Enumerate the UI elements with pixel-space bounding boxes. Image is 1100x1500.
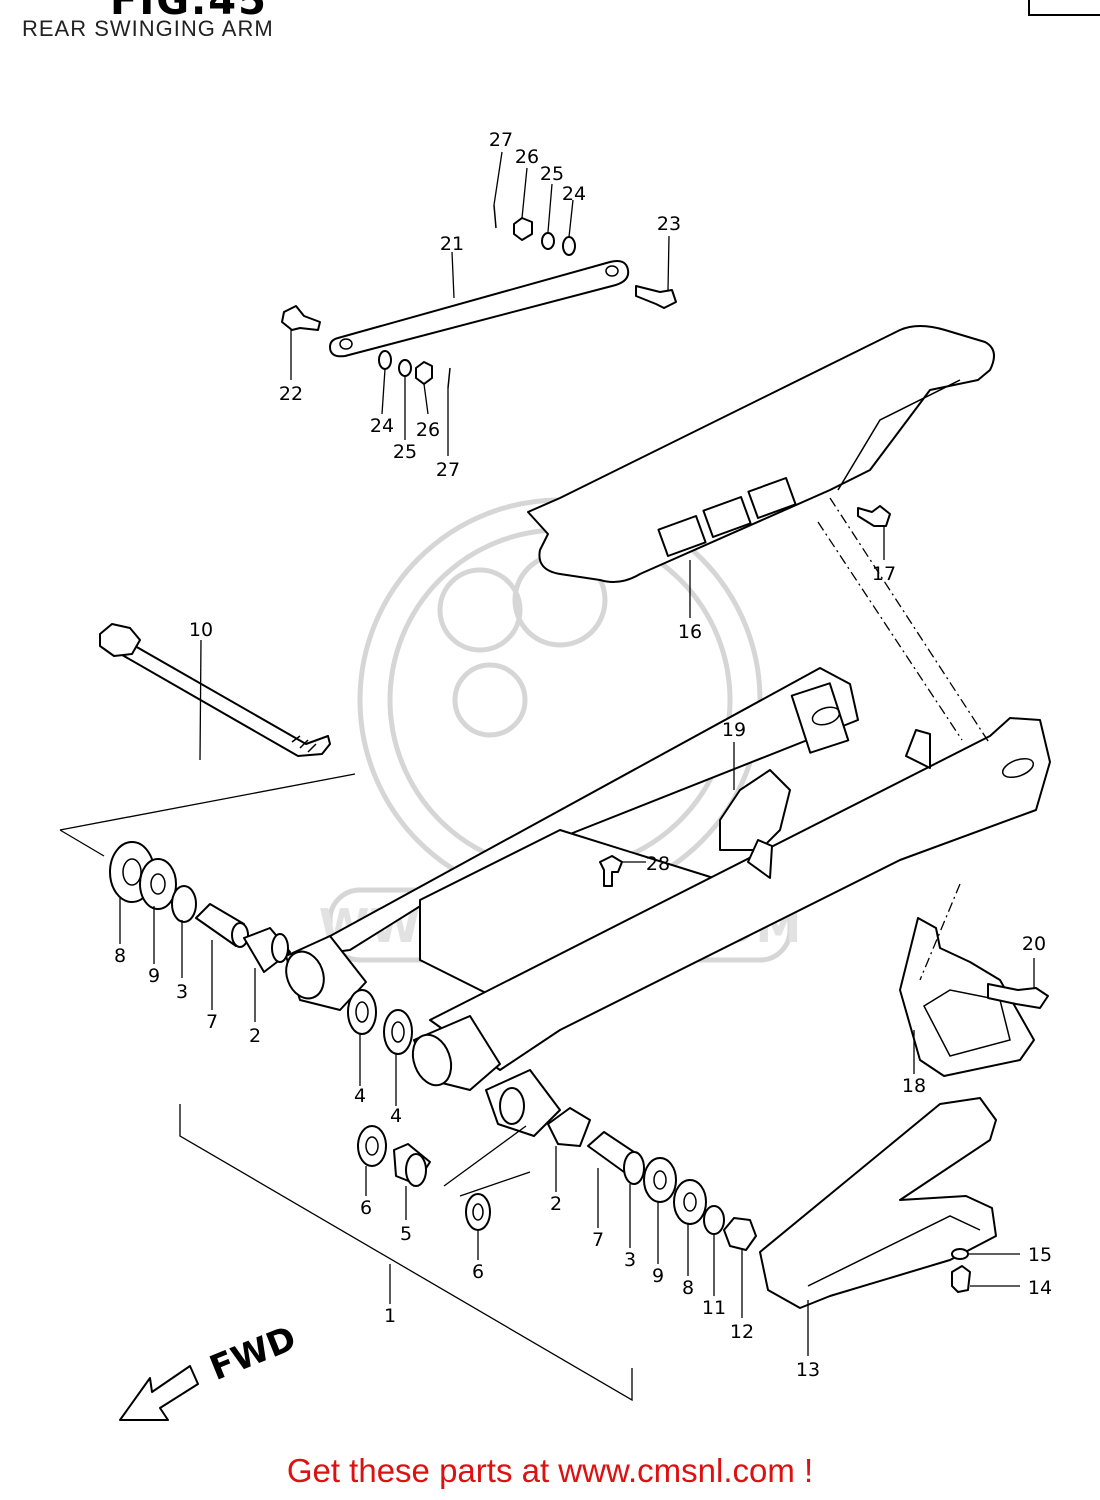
callout-15: 15 xyxy=(1028,1244,1052,1266)
callout-2: 2 xyxy=(249,1025,261,1047)
callout-10: 10 xyxy=(189,619,213,641)
chain-case xyxy=(527,325,995,583)
callout-8: 8 xyxy=(682,1277,694,1299)
torque-rod-bolt-rear xyxy=(635,285,677,309)
callout-25: 25 xyxy=(540,163,564,185)
footer-promo-text: Get these parts at www.cmsnl.com ! xyxy=(286,1452,814,1489)
chain-guard-bolt xyxy=(987,983,1049,1009)
callout-21: 21 xyxy=(440,233,464,255)
callout-28: 28 xyxy=(646,853,670,875)
callout-7: 7 xyxy=(592,1229,604,1251)
part-callouts: 1 2 2 3 3 4 4 5 6 6 7 7 8 8 9 9 10 11 12… xyxy=(114,129,1052,1381)
torque-rod xyxy=(329,260,630,358)
pivot-nut xyxy=(723,1217,757,1251)
callout-24: 24 xyxy=(562,183,586,205)
callout-19: 19 xyxy=(722,719,746,741)
washer-right xyxy=(643,1157,677,1203)
figure-label: FIG.45 xyxy=(110,0,268,24)
washer-left xyxy=(139,858,177,910)
callout-9: 9 xyxy=(148,965,160,987)
callout-1: 1 xyxy=(384,1305,396,1327)
swingarm-bracket xyxy=(719,769,791,851)
pivot-shaft xyxy=(109,633,331,757)
nut-top xyxy=(513,217,533,241)
callout-4: 4 xyxy=(390,1105,402,1127)
callout-25: 25 xyxy=(393,441,417,463)
callout-14: 14 xyxy=(1028,1277,1052,1299)
callout-18: 18 xyxy=(902,1075,926,1097)
callout-24: 24 xyxy=(370,415,394,437)
callout-3: 3 xyxy=(624,1249,636,1271)
callout-8: 8 xyxy=(114,945,126,967)
callout-23: 23 xyxy=(657,213,681,235)
bearing-right xyxy=(547,1107,591,1147)
arrow-left-icon xyxy=(119,1365,199,1421)
chain-case-window-1 xyxy=(657,515,707,557)
callout-16: 16 xyxy=(678,621,702,643)
oil-seal-left-2 xyxy=(383,1009,413,1055)
callout-2: 2 xyxy=(550,1193,562,1215)
callout-5: 5 xyxy=(400,1223,412,1245)
cotter-pin-bottom xyxy=(447,367,451,389)
slider-washer xyxy=(951,1248,969,1260)
chain-slider xyxy=(759,1097,997,1309)
page-number-box xyxy=(1028,0,1100,16)
dust-seal-right xyxy=(673,1179,707,1225)
callout-20: 20 xyxy=(1022,933,1046,955)
circlip-left xyxy=(171,885,197,923)
callout-13: 13 xyxy=(796,1359,820,1381)
callout-27: 27 xyxy=(489,129,513,151)
chain-case-window-3 xyxy=(747,477,797,519)
callout-7: 7 xyxy=(206,1011,218,1033)
circlip-right xyxy=(623,1151,645,1185)
callout-4: 4 xyxy=(354,1085,366,1107)
exploded-parts-diagram: WWW.CMSNL.COM xyxy=(59,129,1052,1421)
chain-case-screw xyxy=(857,505,891,527)
callout-9: 9 xyxy=(652,1265,664,1287)
callout-17: 17 xyxy=(872,563,896,585)
fwd-label: FWD xyxy=(204,1318,301,1388)
lock-washer-top xyxy=(541,232,555,250)
fwd-direction-marker: FWD xyxy=(119,1318,302,1421)
cotter-pin-top xyxy=(493,204,497,229)
leader-lines xyxy=(119,151,1035,1356)
callout-22: 22 xyxy=(279,383,303,405)
oil-seal-left-1 xyxy=(347,989,377,1035)
diagram-subtitle: REAR SWINGING ARM xyxy=(22,16,274,41)
nut-bottom xyxy=(415,361,433,385)
dust-seal-lower xyxy=(357,1125,387,1167)
callout-12: 12 xyxy=(730,1321,754,1343)
callout-27: 27 xyxy=(436,459,460,481)
chain-guard xyxy=(899,917,1035,1077)
callout-6: 6 xyxy=(472,1261,484,1283)
bracket-bolt xyxy=(599,855,623,887)
callout-26: 26 xyxy=(515,146,539,168)
torque-rod-bolt-front xyxy=(281,305,321,331)
washer-top xyxy=(562,236,576,256)
slider-screw xyxy=(951,1265,971,1293)
washer-bottom xyxy=(378,350,392,370)
callout-11: 11 xyxy=(702,1297,726,1319)
dust-seal-lower-2 xyxy=(465,1193,491,1231)
callout-3: 3 xyxy=(176,981,188,1003)
callout-6: 6 xyxy=(360,1197,372,1219)
swinging-arm xyxy=(285,667,1051,1137)
lock-washer-bottom xyxy=(398,359,412,377)
pivot-shaft-head xyxy=(99,623,141,657)
chain-case-window-2 xyxy=(702,496,752,538)
callout-26: 26 xyxy=(416,419,440,441)
washer-right-small xyxy=(703,1205,725,1235)
